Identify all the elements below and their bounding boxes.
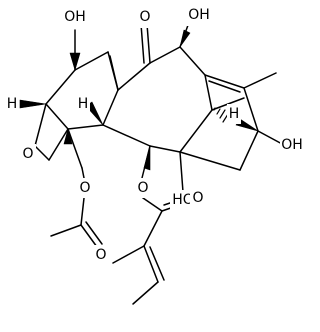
atom-oh-c9: OH — [188, 7, 210, 23]
atom-labels: OH OH O OH HO O O O O O H H H — [5, 6, 306, 265]
atom-oh-c10: OH — [64, 9, 86, 25]
atom-h-c3: H — [7, 96, 18, 112]
chemical-structure: OH OH O OH HO O O O O O H H H — [5, 6, 306, 305]
atom-ho-c1: HO — [172, 192, 194, 208]
atom-o-acetate-carbonyl: O — [95, 247, 106, 263]
atom-o-ester: O — [137, 180, 148, 196]
atom-h-c3b: H — [78, 96, 89, 112]
atom-oh-c13: OH — [281, 137, 303, 153]
atom-h-c7: H — [229, 106, 240, 122]
atom-o-ester-carbonyl: O — [192, 190, 203, 206]
atom-o-oxetane: O — [22, 146, 33, 162]
atom-o-acetate: O — [79, 180, 90, 196]
atom-o-ketone: O — [139, 9, 150, 25]
stereo-bonds — [19, 29, 259, 171]
